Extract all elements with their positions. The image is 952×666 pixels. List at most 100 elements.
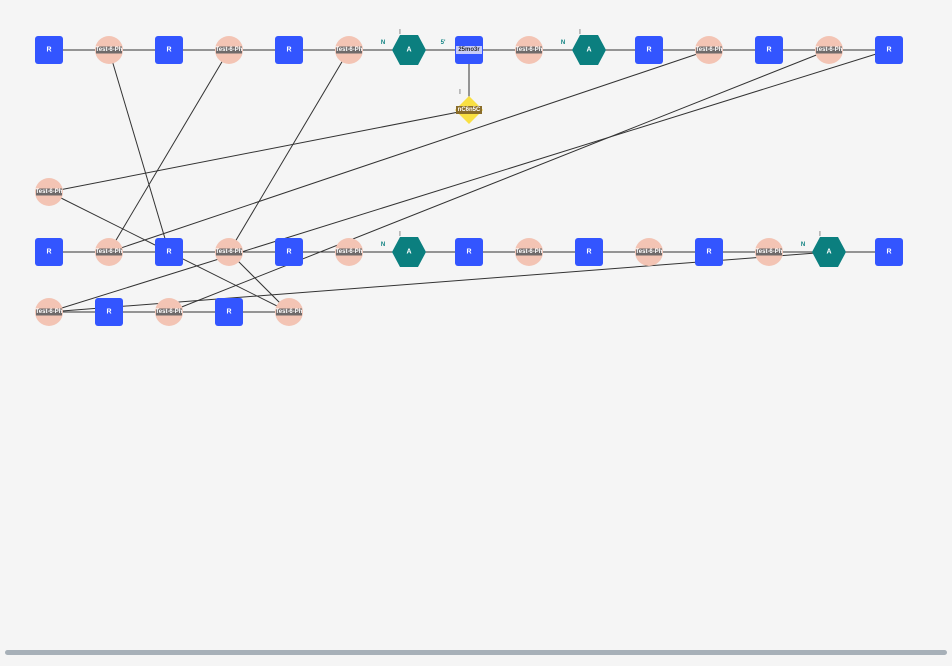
node-r-r11[interactable]: R	[575, 238, 603, 266]
node-phos-p3[interactable]: Test-6-Ph	[335, 36, 363, 64]
edge-p2-p8	[108, 49, 230, 253]
a-node-label: A	[826, 249, 831, 256]
phos-node-band	[96, 248, 122, 256]
node-diamond-d1[interactable]: nC6n5C |	[455, 89, 483, 124]
edge-p5-p8	[108, 49, 710, 253]
node-r-r3[interactable]: R	[275, 36, 303, 64]
node-a-a4[interactable]: A N |	[801, 231, 846, 267]
phos-node-label: Test-6-Ph	[36, 189, 63, 195]
node-a-a2[interactable]: AN|	[561, 29, 606, 65]
node-phos-p10[interactable]: Test-6-Ph	[335, 238, 363, 266]
node-phos-p2[interactable]: Test-6-Ph	[215, 36, 243, 64]
n-annotation: N	[561, 40, 565, 46]
tick-mark: |	[579, 29, 581, 35]
node-phos-p16[interactable]: Test-6-Ph	[275, 298, 303, 326]
phos-node-band	[36, 308, 62, 316]
mod-node-label: 25mo3r	[458, 47, 480, 53]
phos-node-band	[36, 188, 62, 196]
phos-node-label: Test-6-Ph	[36, 309, 63, 315]
r-node-shape	[875, 36, 903, 64]
phos-node-band	[756, 248, 782, 256]
node-r-r15[interactable]: R	[215, 298, 243, 326]
r-node-shape	[575, 238, 603, 266]
r-node-label: R	[886, 249, 891, 256]
r-node-label: R	[466, 249, 471, 256]
diamond-node-label: nC6n5C	[458, 107, 481, 113]
phos-node-label: Test-6-Ph	[816, 47, 843, 53]
n-annotation: N	[381, 242, 385, 248]
node-r-r4[interactable]: R	[635, 36, 663, 64]
node-phos-p12[interactable]: Test-6-Ph	[635, 238, 663, 266]
tick-mark: |	[459, 89, 461, 95]
phos-node-label: Test-6-Ph	[516, 249, 543, 255]
r-node-label: R	[586, 249, 591, 256]
node-r-r10[interactable]: R	[455, 238, 483, 266]
r-node-shape	[35, 238, 63, 266]
phos-node-label: Test-6-Ph	[336, 47, 363, 53]
phos-node-band	[336, 46, 362, 54]
node-phos-p6[interactable]: Test-6-Ph	[815, 36, 843, 64]
r-node-shape	[95, 298, 123, 326]
node-r-r1[interactable]: R	[35, 36, 63, 64]
node-r-r2[interactable]: R	[155, 36, 183, 64]
edge-p3-p9	[228, 49, 350, 253]
node-phos-p15[interactable]: Test-6-Ph	[155, 298, 183, 326]
phos-node-band	[816, 46, 842, 54]
node-phos-p8[interactable]: Test-6-Ph	[95, 238, 123, 266]
node-r-r5[interactable]: R	[755, 36, 783, 64]
phos-node-label: Test-6-Ph	[276, 309, 303, 315]
a-node-shape	[572, 35, 606, 65]
node-r-r7[interactable]: R	[35, 238, 63, 266]
edge-d1-p7	[48, 109, 470, 193]
node-r-r12[interactable]: R	[695, 238, 723, 266]
n-annotation: N	[801, 242, 805, 248]
phos-node-band	[516, 248, 542, 256]
node-phos-p13[interactable]: Test-6-Ph	[755, 238, 783, 266]
r-node-label: R	[706, 249, 711, 256]
phos-node-label: Test-6-Ph	[96, 47, 123, 53]
phos-node-band	[96, 46, 122, 54]
node-phos-p14[interactable]: Test-6-Ph	[35, 298, 63, 326]
r-node-shape	[35, 36, 63, 64]
r-node-label: R	[766, 47, 771, 54]
r-node-label: R	[106, 309, 111, 316]
r-node-shape	[635, 36, 663, 64]
node-phos-p7[interactable]: Test-6-Ph	[35, 178, 63, 206]
tick-mark: |	[819, 231, 821, 237]
r-node-shape	[875, 238, 903, 266]
r-node-label: R	[286, 249, 291, 256]
r-node-shape	[155, 36, 183, 64]
phos-node-band	[336, 248, 362, 256]
phos-node-label: Test-6-Ph	[696, 47, 723, 53]
r-node-label: R	[886, 47, 891, 54]
r-node-label: R	[166, 249, 171, 256]
node-phos-p9[interactable]: Test-6-Ph	[215, 238, 243, 266]
edge-p6-p15	[168, 49, 830, 313]
phos-node-band	[156, 308, 182, 316]
node-r-r6[interactable]: R	[875, 36, 903, 64]
node-r-r8[interactable]: R	[155, 238, 183, 266]
diamond-node-band	[456, 106, 482, 114]
r-node-label: R	[46, 249, 51, 256]
phos-node-band	[636, 248, 662, 256]
node-phos-p5[interactable]: Test-6-Ph	[695, 36, 723, 64]
horizontal-scrollbar[interactable]	[5, 650, 947, 655]
node-phos-p1[interactable]: Test-6-Ph	[95, 36, 123, 64]
node-a-a1[interactable]: AN|	[381, 29, 426, 65]
a-node-label: A	[406, 249, 411, 256]
r-node-shape	[695, 238, 723, 266]
node-phos-p11[interactable]: Test-6-Ph	[515, 238, 543, 266]
node-a-a3[interactable]: AN|	[381, 231, 426, 267]
phos-node-label: Test-6-Ph	[216, 47, 243, 53]
r-node-shape	[215, 298, 243, 326]
node-r-r14[interactable]: R	[95, 298, 123, 326]
r-node-shape	[275, 36, 303, 64]
node-phos-p4[interactable]: Test-6-Ph	[515, 36, 543, 64]
node-r-r13[interactable]: R	[875, 238, 903, 266]
a-node-shape	[812, 237, 846, 267]
node-r-r9[interactable]: R	[275, 238, 303, 266]
r-node-label: R	[46, 47, 51, 54]
